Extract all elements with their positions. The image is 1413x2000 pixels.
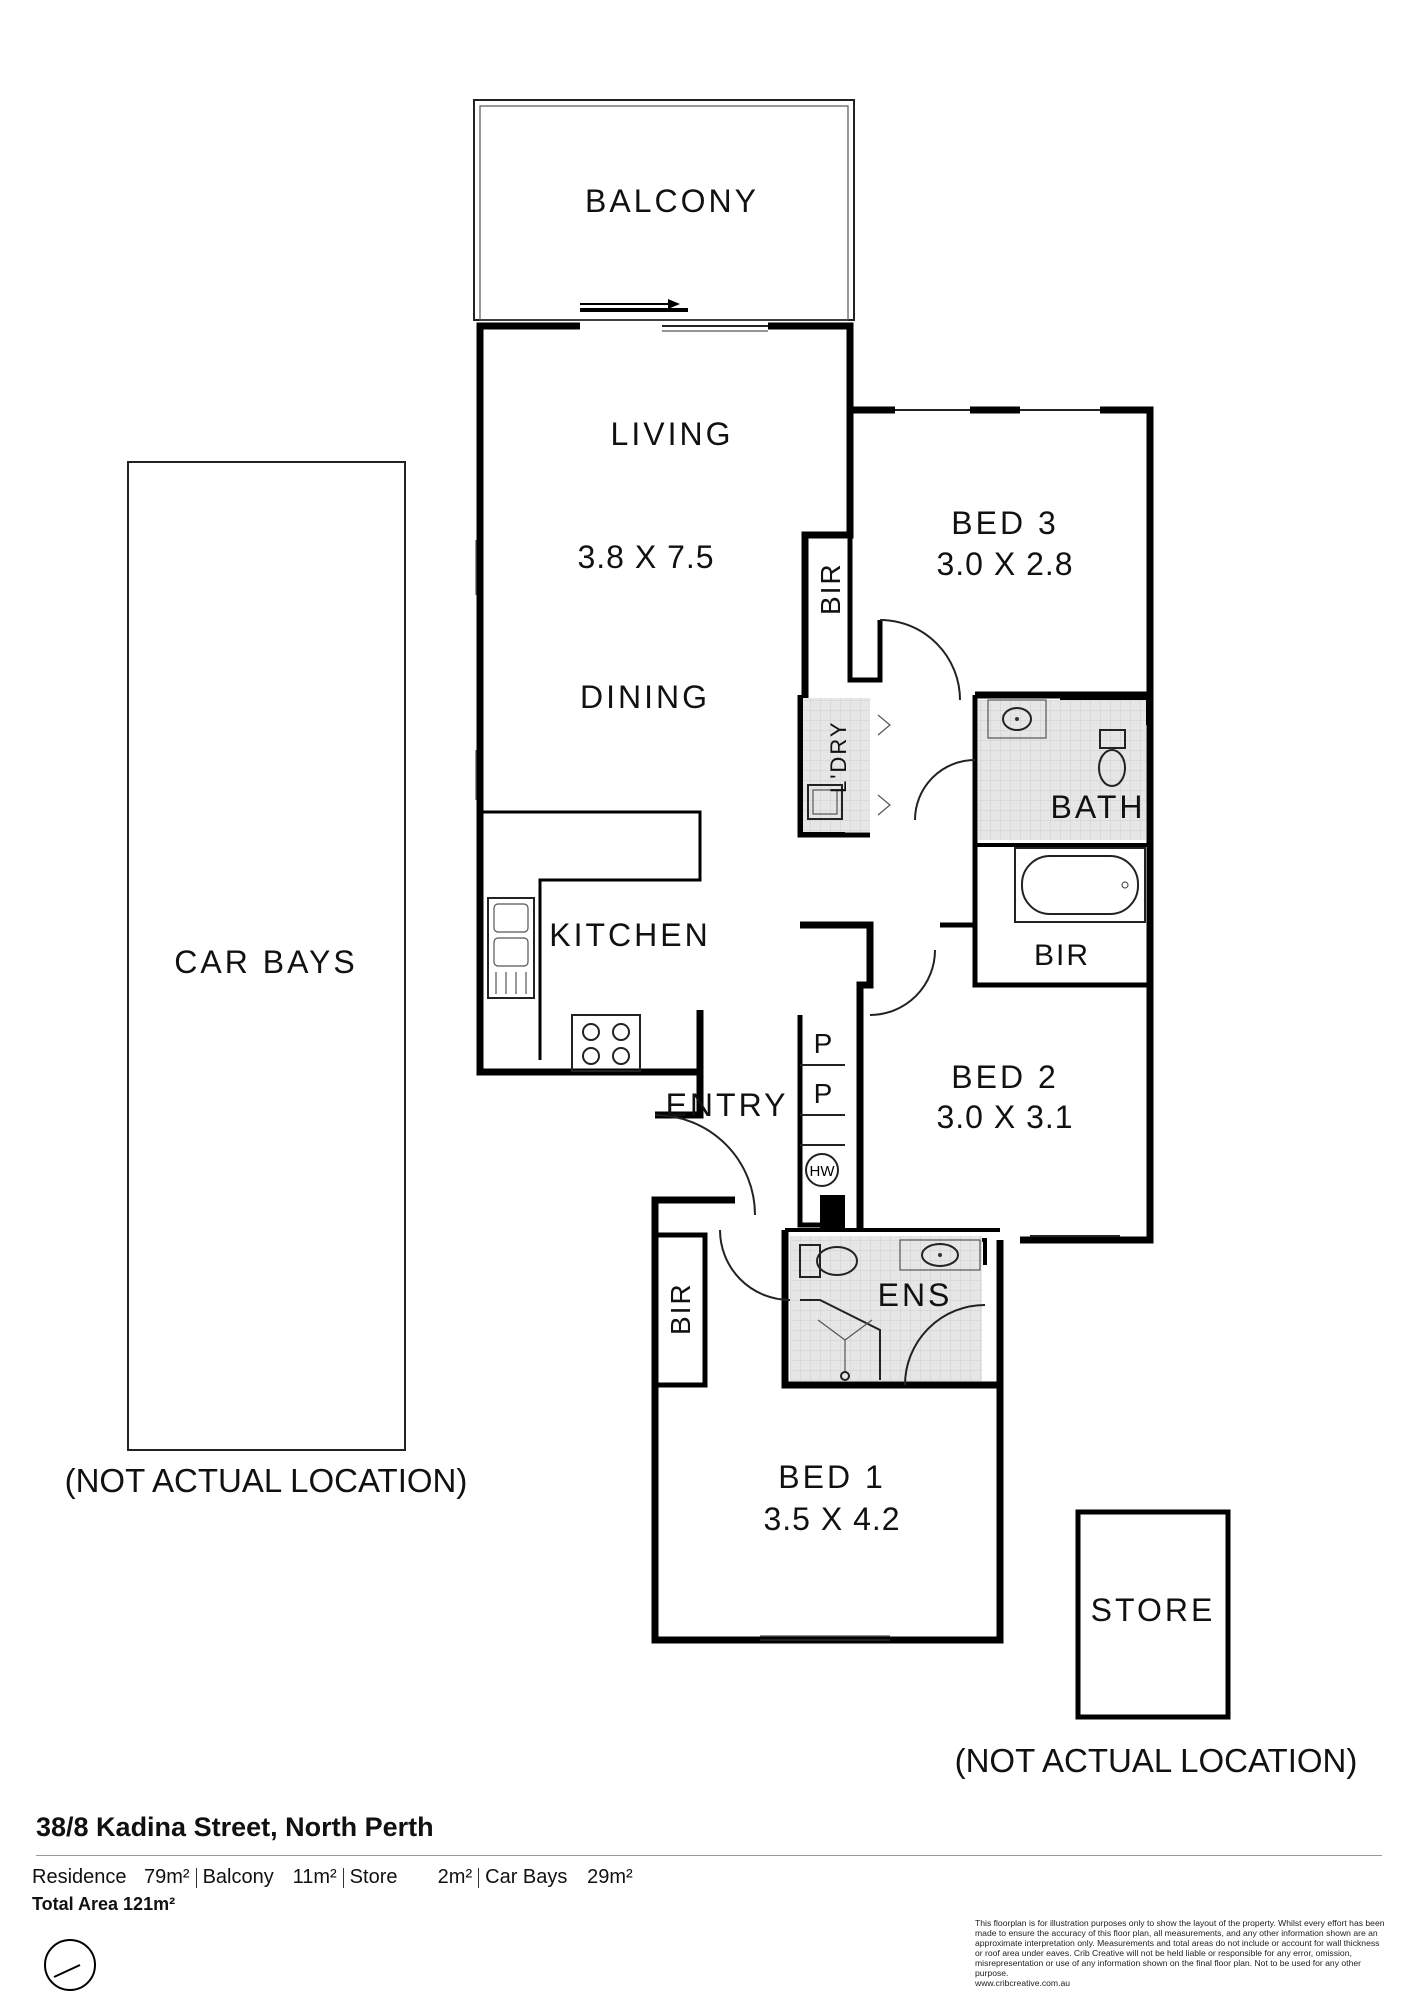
shower-icon — [800, 1299, 881, 1381]
hot-water-icon — [805, 1153, 839, 1187]
total-area: Total Area 121m² — [32, 1894, 175, 1915]
door-swing-icon — [654, 619, 986, 1386]
dining-label: DINING — [580, 679, 710, 715]
area-value-store: 2m² — [437, 1866, 473, 1888]
basin-icon — [987, 699, 1047, 739]
property-address: 38/8 Kadina Street, North Perth — [36, 1812, 434, 1842]
area-summary: Residence 79m² Balcony 11m² Store 2m² Car Bays… — [32, 1866, 633, 1889]
bed1-dimensions: 3.5 X 4.2 — [763, 1501, 900, 1537]
total-area-value: 121m² — [123, 1894, 176, 1914]
area-separator — [478, 1867, 480, 1888]
cooktop-icon — [571, 1014, 641, 1072]
footer-divider — [36, 1855, 1382, 1856]
area-value-residence: 79m² — [144, 1866, 190, 1888]
laundry-tap-icons — [877, 714, 891, 816]
store-location-note: (NOT ACTUAL LOCATION) — [955, 1742, 1358, 1779]
area-separator — [195, 1867, 197, 1888]
store-area: STORE — [1075, 1509, 1231, 1720]
entry-label: ENTRY — [666, 1087, 789, 1123]
balcony-area: BALCONY — [473, 99, 855, 321]
sliding-door-arrow-icon — [580, 299, 688, 312]
bath-label: BATH — [1051, 789, 1146, 825]
kitchen-label: KITCHEN — [549, 917, 710, 953]
area-separator — [342, 1867, 344, 1888]
car-bays-location-note: (NOT ACTUAL LOCATION) — [65, 1462, 468, 1499]
area-label-residence: Residence — [32, 1866, 127, 1888]
sink-icon — [487, 897, 535, 999]
bed1-label: BED 1 — [778, 1459, 885, 1495]
pantry-2-label: P — [814, 1078, 835, 1109]
toilet-icon — [1098, 729, 1126, 787]
toilet-icon — [799, 1244, 858, 1278]
bir-bed1-label: BIR — [665, 1282, 696, 1335]
website-text: www.cribcreative.com.au — [975, 1978, 1071, 1988]
basin-icon — [899, 1239, 981, 1271]
bir-bed3-label: BIR — [815, 562, 846, 615]
washing-machine-icon — [807, 784, 843, 820]
tiled-floors — [790, 698, 1146, 1381]
hw-label: HW — [810, 1163, 836, 1180]
bed2-dimensions: 3.0 X 3.1 — [936, 1099, 1073, 1135]
compass-icon — [44, 1939, 96, 1991]
car-bays-label: CAR BAYS — [174, 944, 357, 980]
area-value-car-bays: 29m² — [587, 1866, 633, 1888]
laundry-label: L'DRY — [826, 721, 851, 794]
bathtub-icon — [1014, 847, 1146, 923]
living-dimensions: 3.8 X 7.5 — [577, 539, 714, 575]
bed3-label: BED 3 — [951, 505, 1058, 541]
total-area-label: Total Area — [32, 1894, 119, 1914]
bir-bed2-label: BIR — [1034, 939, 1090, 972]
disclaimer-text: This floorplan is for illustration purpo… — [975, 1918, 1385, 1978]
pantry-1-label: P — [814, 1028, 835, 1059]
floor-plan: BALCONY — [65, 99, 1358, 1779]
car-bays-area: CAR BAYS — [127, 461, 406, 1451]
balcony-label: BALCONY — [585, 183, 759, 219]
area-value-balcony: 11m² — [292, 1866, 337, 1888]
area-label-car-bays: Car Bays — [485, 1866, 568, 1888]
area-label-store: Store — [349, 1866, 398, 1888]
store-label: STORE — [1091, 1592, 1216, 1628]
bed3-dimensions: 3.0 X 2.8 — [936, 546, 1073, 582]
bed2-label: BED 2 — [951, 1059, 1058, 1095]
disclaimer: This floorplan is for illustration purpo… — [975, 1918, 1385, 1988]
living-label: LIVING — [611, 416, 734, 452]
ensuite-label: ENS — [878, 1277, 953, 1313]
area-label-balcony: Balcony — [202, 1866, 274, 1888]
